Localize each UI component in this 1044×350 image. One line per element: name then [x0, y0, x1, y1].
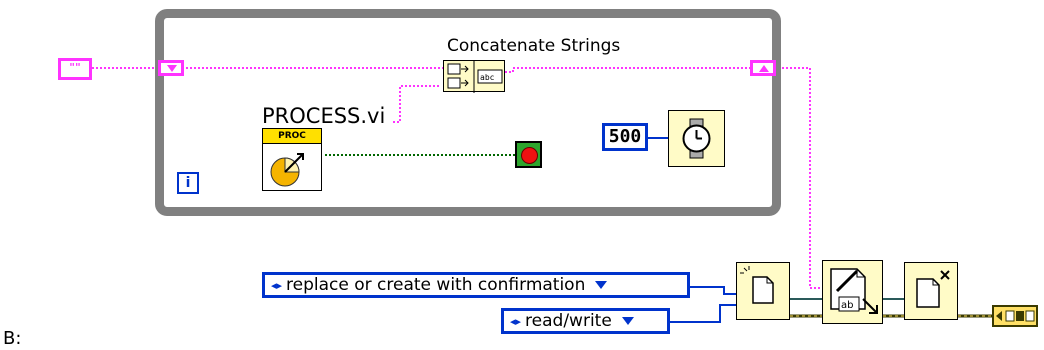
while-loop-frame[interactable]	[155, 9, 781, 216]
iteration-terminal: i	[177, 172, 199, 194]
svg-text:abc: abc	[480, 73, 495, 82]
stop-terminal[interactable]	[515, 141, 542, 168]
shift-register-down-arrow-icon	[167, 65, 177, 72]
string-wire-concat-out	[505, 67, 750, 73]
close-file-icon	[916, 270, 950, 308]
string-wire-shift-right	[778, 67, 822, 289]
section-label: B:	[3, 328, 22, 349]
shift-register-right[interactable]	[750, 60, 776, 76]
iteration-terminal-label: i	[185, 175, 191, 191]
file-operation-enum[interactable]: ◂▸ replace or create with confirmation	[262, 272, 690, 298]
error-cluster-icon	[996, 310, 1035, 322]
string-constant-glyph: ""	[69, 61, 81, 74]
process-dial-icon	[270, 153, 304, 187]
error-out-indicator[interactable]	[992, 305, 1038, 327]
string-wire-procvi	[393, 85, 440, 123]
open-file-node[interactable]	[736, 262, 790, 320]
wait-wire	[648, 137, 668, 139]
close-file-node[interactable]	[904, 262, 958, 320]
stop-icon	[521, 147, 538, 164]
open-file-icon	[740, 266, 774, 304]
svg-text:ab: ab	[841, 300, 853, 311]
wait-ms-node[interactable]	[668, 110, 725, 167]
chevron-down-icon[interactable]	[621, 317, 634, 325]
enum-wire-operation	[690, 286, 736, 295]
file-operation-value: replace or create with confirmation	[286, 275, 586, 295]
wait-ms-constant[interactable]: 500	[602, 123, 648, 151]
write-text-file-icon: ab	[830, 268, 878, 314]
process-subvi-header: PROC	[263, 129, 321, 144]
process-subvi[interactable]: PROC	[262, 128, 322, 191]
enum-increment-icon: ◂▸	[271, 278, 283, 292]
shift-register-up-arrow-icon	[759, 65, 769, 72]
process-vi-label: PROCESS.vi	[262, 104, 386, 128]
concatenate-strings-node[interactable]: abc	[443, 60, 505, 93]
write-text-file-node[interactable]: ab	[822, 260, 883, 324]
shift-register-left[interactable]	[158, 60, 184, 76]
concatenate-strings-label: Concatenate Strings	[447, 36, 621, 56]
wait-ms-value: 500	[608, 126, 642, 147]
enum-wire-access	[670, 304, 736, 323]
file-access-enum[interactable]: ◂▸ read/write	[501, 308, 670, 334]
concatenate-icon: abc	[447, 61, 503, 93]
enum-increment-icon: ◂▸	[510, 314, 522, 328]
wait-watch-icon	[682, 118, 711, 159]
chevron-down-icon[interactable]	[595, 281, 608, 289]
string-constant[interactable]: ""	[58, 58, 92, 80]
file-access-value: read/write	[525, 311, 612, 331]
